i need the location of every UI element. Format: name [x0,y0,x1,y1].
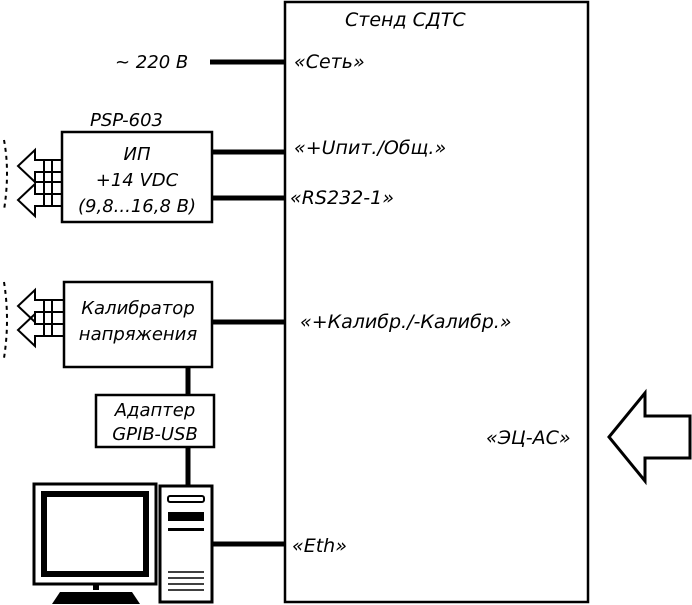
pc-tower-icon [158,484,214,604]
port-power: «+Uпит./Общ.» [294,137,446,159]
calibrator-line1: Калибратор [81,298,195,319]
port-net: «Сеть» [294,51,365,73]
port-rs232: «RS232-1» [290,187,394,209]
port-eth: «Eth» [292,535,347,557]
psu-line1: ИП [124,144,151,165]
calibrator-line2: напряжения [79,324,198,345]
adapter-box [94,393,216,449]
adapter-line1: Адаптер [114,400,196,421]
psu-output-arrows-icon [3,139,62,219]
mains-label: ~ 220 В [115,52,188,73]
psu-line3: (9,8...16,8 В) [78,196,196,217]
port-calib: «+Калибр./-Калибр.» [300,311,512,333]
ecas-input-arrow-icon [607,388,692,486]
calibrator-output-arrows-icon [3,281,64,359]
port-ecas: «ЭЦ-АС» [486,427,571,449]
psu-model: PSP-603 [90,110,163,131]
stand-box [283,0,590,604]
psu-line2: +14 VDC [96,170,179,191]
stand-title: Стенд СДТС [345,9,466,31]
power-supply-box [60,130,214,224]
adapter-line2: GPIB-USB [112,424,198,445]
monitor-icon [32,482,158,604]
